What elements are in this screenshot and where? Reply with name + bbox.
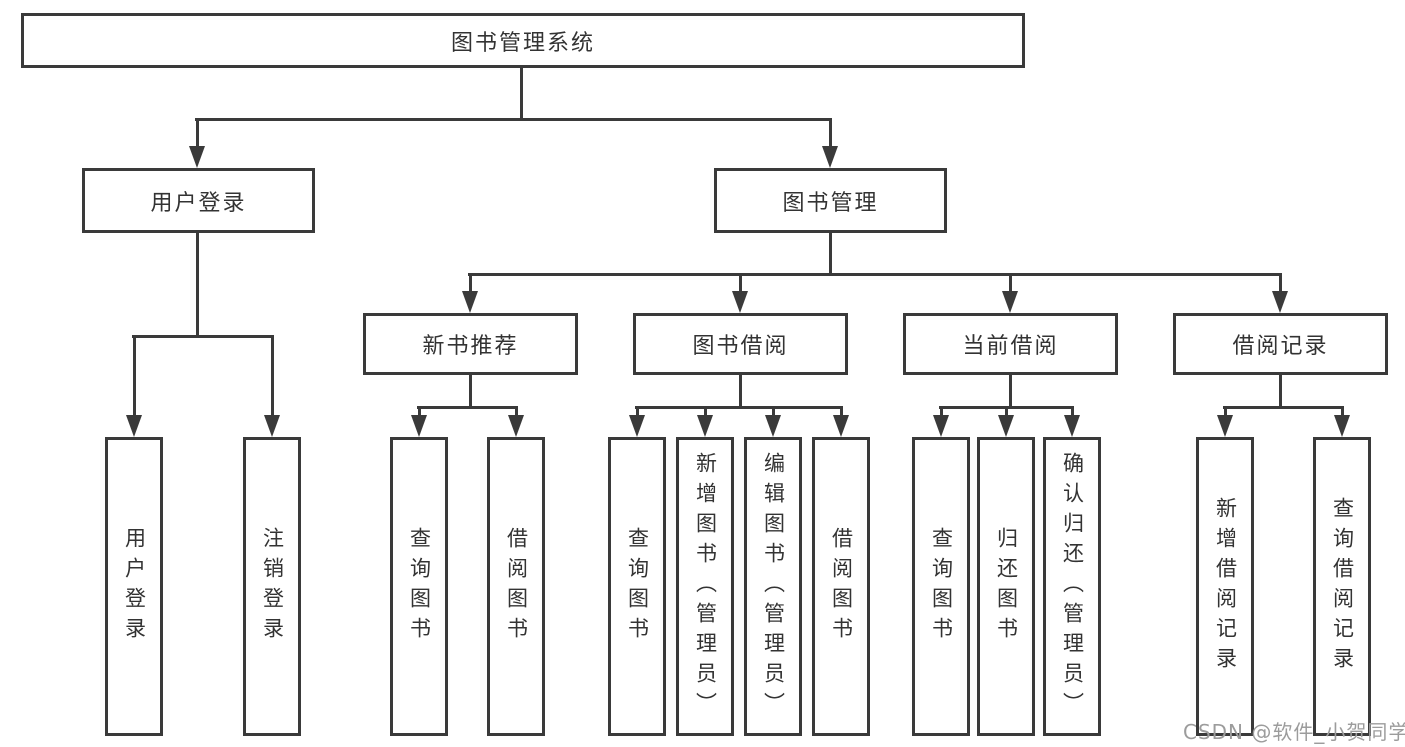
connector-leaf-drop [636,406,639,417]
connector-leaf-drop [840,406,843,417]
connector-mgmt-stub [829,233,832,273]
node-label: 图书管理系统 [450,30,595,56]
connector-root-stub [520,68,523,118]
arrowhead-icon [998,415,1014,437]
arrowhead-icon [1002,291,1018,313]
leaf-label: 查询图书 [625,526,650,647]
leaf-label: 用户登录 [122,526,147,647]
leaf-user-login: 用户登录 [105,437,163,736]
arrowhead-icon [508,415,524,437]
connector-leaf-drop [704,406,707,417]
leaf-label: 查询图书 [407,526,432,647]
connector-section-stub [739,375,742,406]
connector-section-drop [469,273,472,293]
connector-section-drop [739,273,742,293]
connector-leaf-rail [417,406,518,409]
arrowhead-icon [1272,291,1288,313]
leaf-query-books: 查询图书 [608,437,666,736]
connector-leaf-drop [1341,406,1344,417]
leaf-borrow-books: 借阅图书 [812,437,870,736]
leaf-logout: 注销登录 [243,437,301,736]
node-label: 当前借阅 [962,334,1059,359]
arrowhead-icon [1064,415,1080,437]
connector-leaf-rail [1223,406,1344,409]
node-new-book-recommendation: 新书推荐 [363,313,578,375]
connector-leaf-drop [1224,406,1227,417]
node-label: 图书管理 [782,190,879,216]
node-book-management: 图书管理 [714,168,947,233]
arrowhead-icon [822,146,838,168]
connector-leaf-rail [635,406,843,409]
leaf-query-borrow-records: 查询借阅记录 [1313,437,1371,736]
leaf-label: 新增借阅记录 [1213,496,1238,677]
arrowhead-icon [1217,415,1233,437]
connector-section-drop [1279,273,1282,293]
connector-leaf-drop [1005,406,1008,417]
arrowhead-icon [462,291,478,313]
connector-mgmt-drop [829,118,832,148]
connector-leaf-drop [1071,406,1074,417]
connector-leaf-drop [133,335,136,417]
leaf-label: 确认归还（管理员） [1060,451,1085,722]
node-label: 借阅记录 [1232,334,1329,359]
leaf-label: 归还图书 [994,526,1019,647]
connector-leaf-drop [940,406,943,417]
node-borrowing-records: 借阅记录 [1173,313,1388,375]
arrowhead-icon [765,415,781,437]
leaf-label: 新增图书（管理员） [693,451,718,722]
leaf-borrow-books: 借阅图书 [487,437,545,736]
csdn-watermark: CSDN @软件_小贺同学 [1183,720,1405,744]
leaf-confirm-return-admin: 确认归还（管理员） [1043,437,1101,736]
connector-leaf-drop [271,335,274,417]
arrowhead-icon [732,291,748,313]
arrowhead-icon [264,415,280,437]
node-user-login: 用户登录 [82,168,315,233]
connector-section-stub [1279,375,1282,406]
arrowhead-icon [833,415,849,437]
leaf-query-books: 查询图书 [390,437,448,736]
arrowhead-icon [411,415,427,437]
leaf-query-books: 查询图书 [912,437,970,736]
connector-section-stub [469,375,472,406]
arrowhead-icon [1334,415,1350,437]
connector-section-stub [1009,375,1012,406]
connector-leaf-drop [418,406,421,417]
leaf-return-books: 归还图书 [977,437,1035,736]
leaf-label: 借阅图书 [829,526,854,647]
node-library-management-system: 图书管理系统 [21,13,1025,68]
node-book-borrowing: 图书借阅 [633,313,848,375]
leaf-label: 编辑图书（管理员） [761,451,786,722]
arrowhead-icon [189,146,205,168]
node-current-borrowing: 当前借阅 [903,313,1118,375]
connector-level1-rail [195,118,832,121]
leaf-label: 借阅图书 [504,526,529,647]
connector-user-stub [196,233,199,335]
leaf-add-books-admin: 新增图书（管理员） [676,437,734,736]
connector-level2-rail [468,273,1282,276]
node-label: 图书借阅 [692,334,789,359]
node-label: 用户登录 [150,190,247,216]
connector-user-drop [196,118,199,148]
connector-user-rail [132,335,274,338]
connector-leaf-drop [515,406,518,417]
leaf-label: 查询借阅记录 [1330,496,1355,677]
leaf-label: 查询图书 [929,526,954,647]
arrowhead-icon [933,415,949,437]
leaf-label: 注销登录 [260,526,285,647]
connector-leaf-drop [772,406,775,417]
arrowhead-icon [697,415,713,437]
leaf-add-borrow-record: 新增借阅记录 [1196,437,1254,736]
arrowhead-icon [629,415,645,437]
node-label: 新书推荐 [422,334,519,359]
connector-section-drop [1009,273,1012,293]
arrowhead-icon [126,415,142,437]
leaf-edit-books-admin: 编辑图书（管理员） [744,437,802,736]
